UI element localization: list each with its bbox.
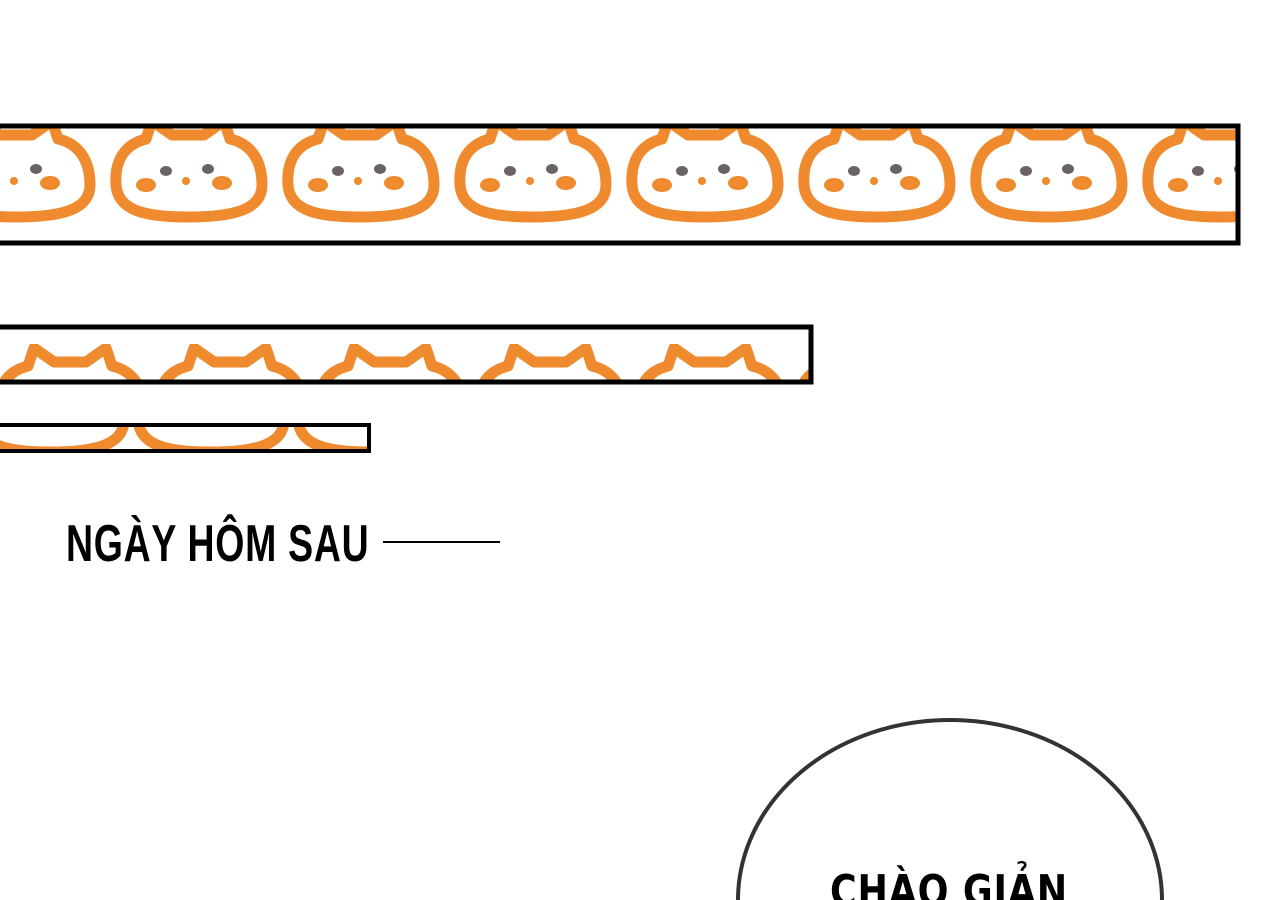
speech-bubble-outline bbox=[736, 718, 1164, 900]
cat-tape-band-middle bbox=[0, 324, 814, 385]
time-caption: NGÀY HÔM SAU bbox=[66, 515, 370, 573]
cat-tape-band-top bbox=[0, 123, 1241, 246]
cat-tape-band-bottom bbox=[0, 423, 371, 453]
speech-bubble-text: CHÀO GIẢN bbox=[830, 860, 1068, 900]
caption-dash-line bbox=[383, 541, 500, 543]
